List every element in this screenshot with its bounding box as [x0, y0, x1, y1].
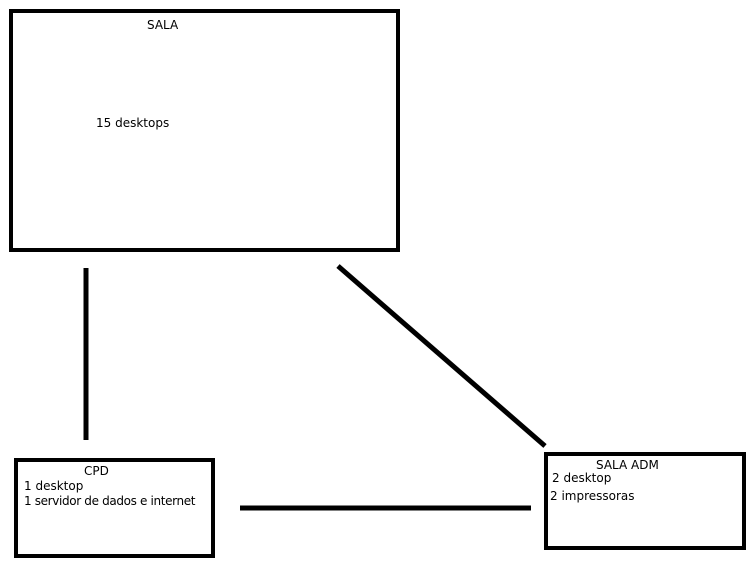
sala-adm-title: SALA ADM — [596, 458, 659, 472]
room-sala-adm — [544, 452, 746, 550]
sala-title: SALA — [147, 18, 179, 32]
room-sala — [9, 9, 400, 252]
sala-adm-line-2: 2 impressoras — [550, 489, 635, 503]
cpd-title: CPD — [84, 464, 109, 478]
cpd-line-2: 1 servidor de dados e internet — [24, 494, 196, 508]
sala-content: 15 desktops — [96, 116, 170, 130]
room-cpd — [14, 458, 215, 558]
cpd-line-1: 1 desktop — [24, 479, 84, 493]
link-sala-sala-adm — [336, 264, 547, 448]
sala-adm-line-1: 2 desktop — [552, 471, 612, 485]
